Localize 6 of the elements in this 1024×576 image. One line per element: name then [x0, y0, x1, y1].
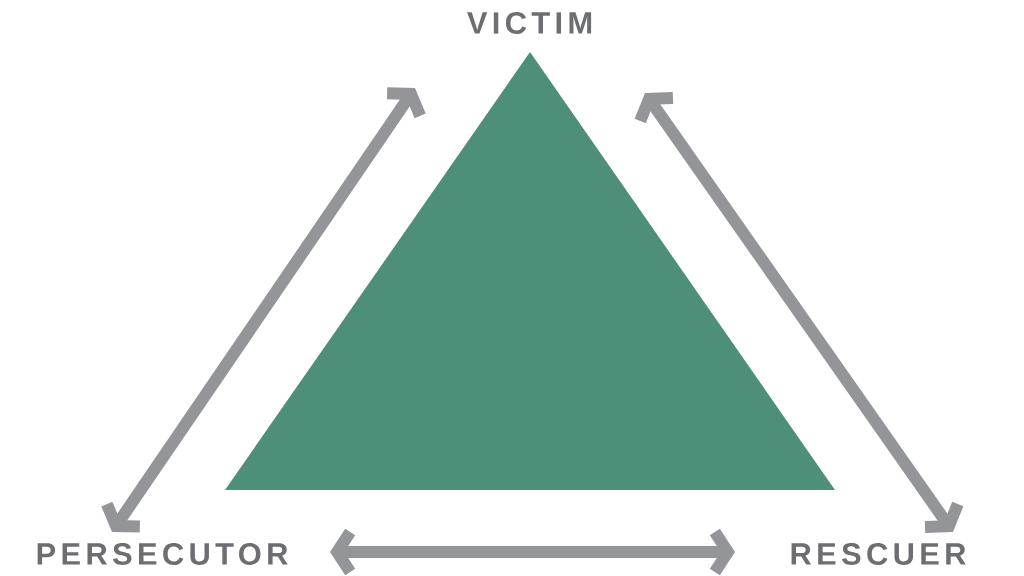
role-label: VICTIM — [467, 12, 592, 34]
double-arrow — [101, 87, 426, 533]
role-label: RESCUER — [791, 543, 966, 565]
role-label: PERSECUTOR — [37, 543, 288, 565]
double-arrow — [634, 92, 964, 533]
double-arrow — [330, 528, 735, 576]
